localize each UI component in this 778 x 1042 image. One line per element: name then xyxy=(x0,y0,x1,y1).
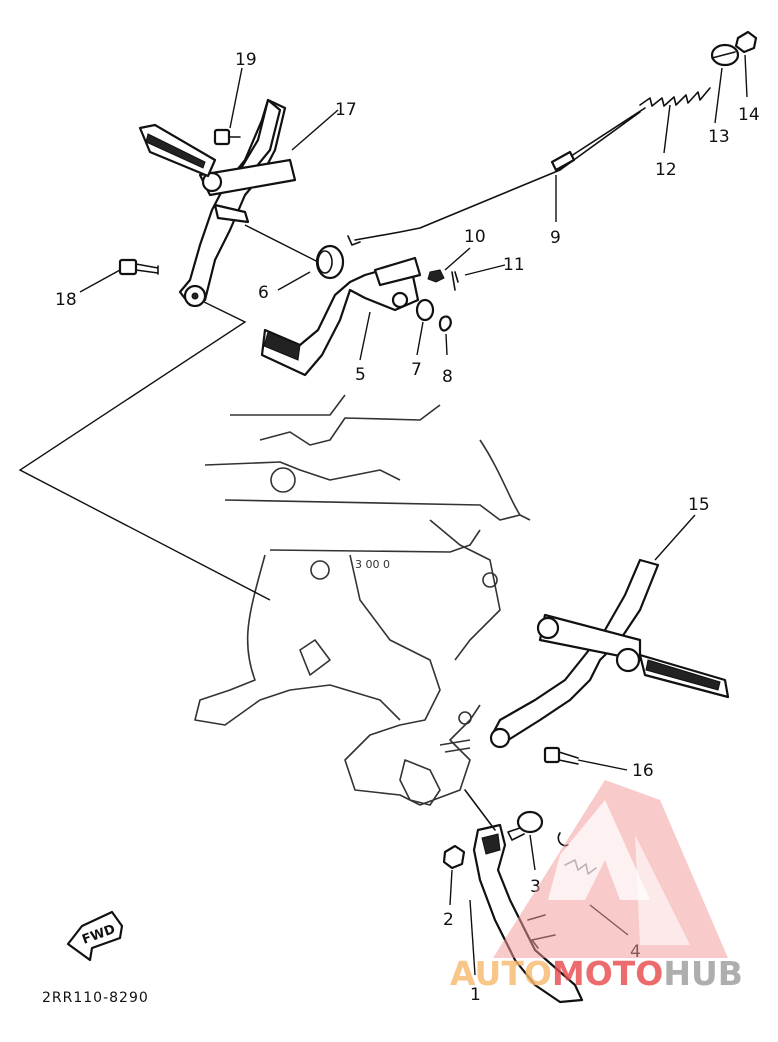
left-footrest-bracket xyxy=(138,98,297,308)
callout-19: 19 xyxy=(235,50,257,70)
callout-15: 15 xyxy=(688,495,710,515)
callout-17: 17 xyxy=(335,100,357,120)
callout-8: 8 xyxy=(442,367,453,387)
adjuster-13 xyxy=(710,43,740,67)
bolt-16 xyxy=(543,746,579,765)
bolt-3 xyxy=(507,810,544,841)
callout-2: 2 xyxy=(443,910,454,930)
frame-outline: 3 00 0 xyxy=(194,394,531,806)
fwd-arrow-icon: FWD xyxy=(66,910,124,962)
svg-text:AUTOMOTOHUB: AUTOMOTOHUB xyxy=(450,954,743,993)
nut-10 xyxy=(427,269,445,283)
watermark-auto: AUTO xyxy=(450,954,552,993)
callout-7: 7 xyxy=(411,360,422,380)
callout-6: 6 xyxy=(258,283,269,303)
bolt-18 xyxy=(118,258,159,276)
callout-10: 10 xyxy=(464,227,486,247)
side-stand xyxy=(464,789,584,1004)
cotter-pin-11 xyxy=(451,271,459,291)
brake-rod xyxy=(347,107,646,246)
callout-12: 12 xyxy=(655,160,677,180)
nut-14 xyxy=(734,30,758,54)
bushing-6 xyxy=(315,244,345,280)
callout-3: 3 xyxy=(530,877,541,897)
nut-2 xyxy=(442,844,466,870)
watermark-logo: AUTOMOTOHUB xyxy=(450,780,743,993)
callout-18: 18 xyxy=(55,290,77,310)
callout-9: 9 xyxy=(550,228,561,248)
bolt-19 xyxy=(213,128,241,146)
callout-5: 5 xyxy=(355,365,366,385)
leader-lines xyxy=(79,54,748,976)
callout-1: 1 xyxy=(470,985,481,1005)
watermark-moto: MOTO xyxy=(552,954,663,993)
callout-14: 14 xyxy=(738,105,760,125)
washer-7 xyxy=(415,298,435,322)
svg-text:3 00 0: 3 00 0 xyxy=(355,558,390,571)
callout-11: 11 xyxy=(503,255,525,275)
right-footrest-bracket xyxy=(489,558,730,749)
callout-numbers: 1 2 3 4 5 6 7 8 9 10 11 12 13 14 15 16 1… xyxy=(55,50,760,1005)
spring-12 xyxy=(639,87,711,107)
watermark-hub: HUB xyxy=(663,954,743,993)
diagram-code: 2RR110-8290 xyxy=(42,990,149,1006)
clip-8 xyxy=(438,315,452,332)
callout-16: 16 xyxy=(632,761,654,781)
callout-13: 13 xyxy=(708,127,730,147)
brake-pedal xyxy=(260,256,422,377)
